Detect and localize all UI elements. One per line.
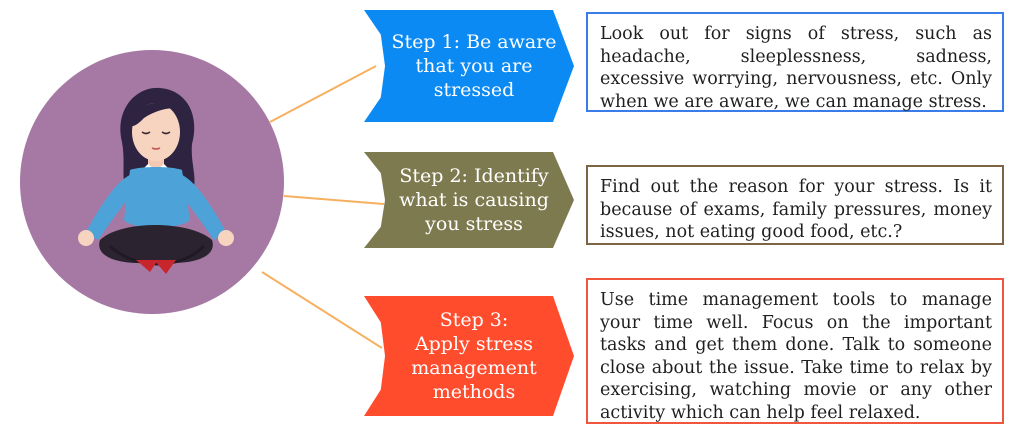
step-3-tag-text: Step 3: Apply stress management methods <box>411 308 536 404</box>
step-3-tag-line: management <box>411 357 537 379</box>
step-3-tag-line: Step 3: <box>439 309 509 331</box>
step-1-tag-line: that you are <box>415 55 533 77</box>
connector-line-step-1 <box>269 65 377 123</box>
step-3-tag-line: Apply stress <box>414 333 534 355</box>
step-2-tag-line: Step 2: Identify <box>399 165 549 187</box>
step-2-tag-line: you stress <box>425 213 523 235</box>
step-3-tag: Step 3: Apply stress management methods <box>364 296 574 416</box>
step-1-tag-line: Step 1: Be aware <box>391 31 557 53</box>
step-3-description: Use time management tools to manage your… <box>600 290 992 423</box>
meditating-woman-icon <box>78 87 234 274</box>
step-1-description-box: Look out for signs of stress, such as he… <box>586 12 1004 112</box>
step-3-tag-line: methods <box>432 381 516 403</box>
step-2-description-box: Find out the reason for your stress. Is … <box>586 165 1004 245</box>
connector-line-step-2 <box>283 195 385 205</box>
step-1-description: Look out for signs of stress, such as he… <box>600 24 992 112</box>
connector-line-step-3 <box>261 271 383 349</box>
step-1-tag: Step 1: Be aware that you are stressed <box>364 10 574 122</box>
step-2-tag-line: what is causing <box>399 189 549 211</box>
step-2-tag: Step 2: Identify what is causing you str… <box>364 152 574 248</box>
step-2-tag-text: Step 2: Identify what is causing you str… <box>399 164 549 236</box>
step-2-description: Find out the reason for your stress. Is … <box>600 177 992 242</box>
step-1-tag-text: Step 1: Be aware that you are stressed <box>391 30 556 102</box>
step-1-tag-line: stressed <box>433 79 515 101</box>
step-3-description-box: Use time management tools to manage your… <box>586 278 1004 424</box>
